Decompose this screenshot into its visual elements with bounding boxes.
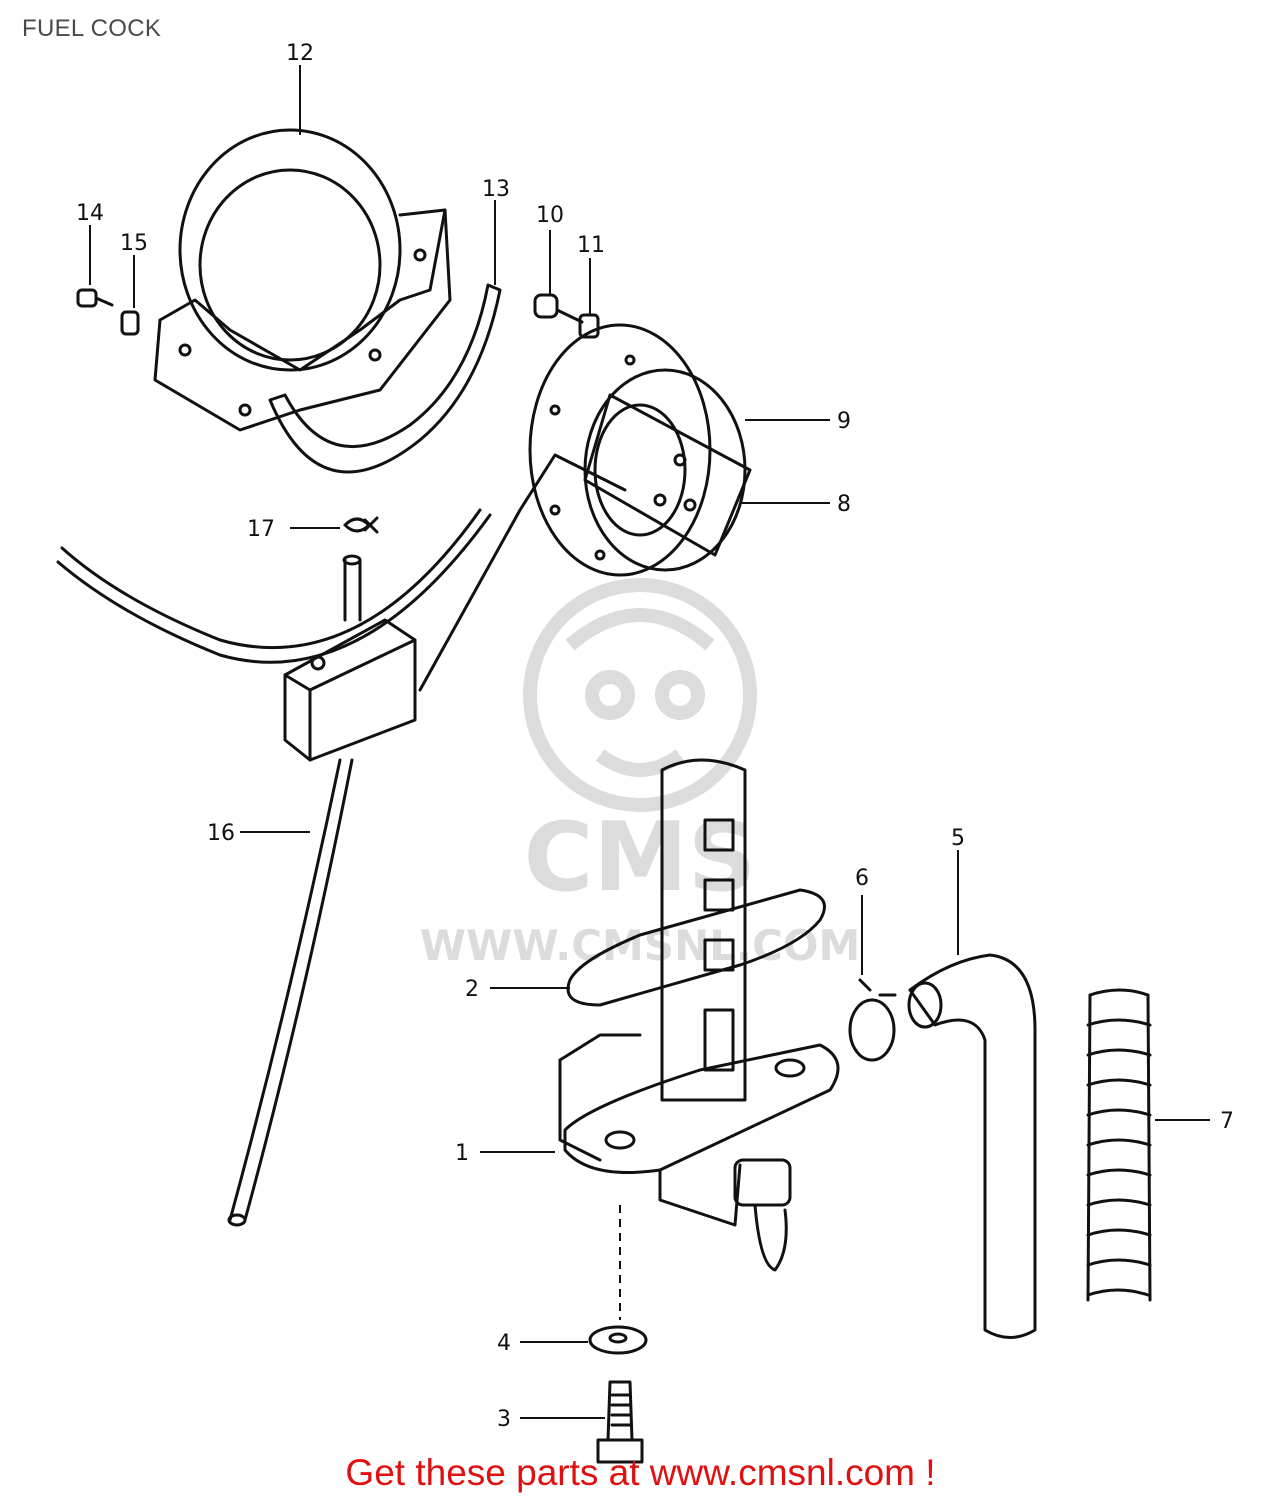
float-arm [418,453,627,692]
callout-3: 3 [497,1407,511,1432]
callout-5: 5 [951,826,965,851]
part-6-clamp [848,978,897,1062]
callout-11: 11 [577,233,605,258]
callout-12: 12 [286,41,314,66]
part-14-bolt [76,288,114,308]
callout-13: 13 [482,177,510,202]
part-10-bolt [533,293,584,324]
part-17-clip [343,516,379,534]
callout-4: 4 [497,1331,511,1356]
part-5-hose [908,953,1037,1339]
part-12-tank-band [153,128,452,432]
part-7-spring [1086,988,1152,1302]
float-block [283,618,417,762]
callout-10: 10 [536,203,564,228]
callout-7: 7 [1220,1109,1234,1134]
callout-14: 14 [76,201,104,226]
leader-lines [89,65,1210,1419]
part-4-washer [588,1325,648,1355]
part-16-pipe [56,508,492,1227]
part-2-gasket [566,888,826,1007]
part-3-screw [596,1380,644,1464]
get-parts-link[interactable]: Get these parts at www.cmsnl.com ! [345,1452,936,1493]
callout-8: 8 [837,492,851,517]
page-title: FUEL COCK [22,15,162,42]
callout-6: 6 [855,866,869,891]
callout-17: 17 [247,517,275,542]
callout-2: 2 [465,977,479,1002]
part-13-rubber-strip [268,283,502,474]
part-1-fuel-cock [558,758,840,1272]
callout-1: 1 [455,1141,469,1166]
callout-16: 16 [207,821,235,846]
part-15-nut [120,310,140,336]
part-8-gauge-plate [583,393,752,557]
callout-15: 15 [120,231,148,256]
callout-9: 9 [837,409,851,434]
